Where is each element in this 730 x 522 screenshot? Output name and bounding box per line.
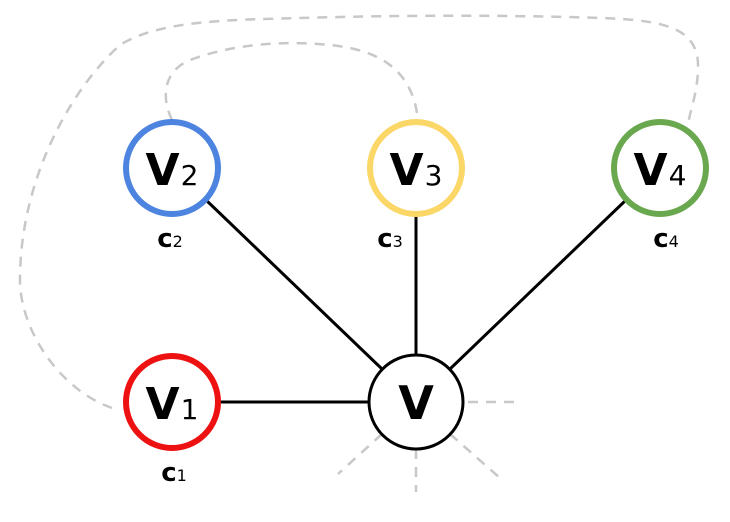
node-v2-label: V2 — [146, 145, 199, 196]
node-v1: V1 c1 — [123, 353, 221, 488]
node-v2-circle — [123, 119, 221, 217]
node-v-circle — [367, 353, 465, 451]
edge-v-v4 — [448, 198, 628, 371]
dashed-edge-v1-v4 — [18, 14, 700, 410]
node-v3-circle — [367, 119, 465, 217]
solid-edges — [204, 198, 628, 404]
dashed-stub-lower-right — [449, 433, 501, 479]
node-v2: V2 c2 — [123, 119, 221, 254]
node-v1-label: V1 — [146, 379, 199, 430]
dashed-edge-v2-v3 — [164, 41, 419, 121]
node-v1-color-label: c1 — [161, 458, 187, 488]
node-v4-label: V4 — [634, 145, 687, 196]
node-v3-label: V3 — [390, 145, 443, 196]
node-v-label: V — [398, 376, 434, 430]
node-v1-circle — [123, 353, 221, 451]
dashed-stubs — [337, 400, 515, 492]
dashed-stub-lower-left — [337, 433, 383, 475]
edge-v-v2 — [204, 198, 384, 371]
node-v3: V3 c3 — [367, 119, 465, 254]
node-v4-color-label: c4 — [653, 224, 679, 254]
node-v4-circle — [611, 119, 709, 217]
node-v3-color-label: c3 — [377, 224, 403, 254]
node-v4: V4 c4 — [611, 119, 709, 254]
node-v2-color-label: c2 — [157, 224, 183, 254]
node-v: V — [367, 353, 465, 451]
